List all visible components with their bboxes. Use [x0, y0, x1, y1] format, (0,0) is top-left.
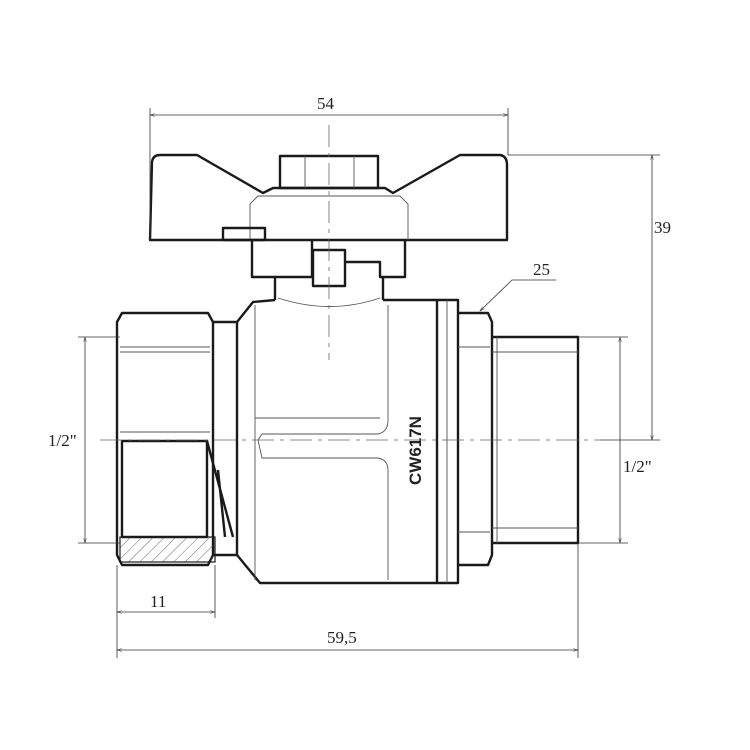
handle-tab: [221, 226, 267, 242]
dimension-54: 54: [150, 94, 508, 240]
valve-body: CW617N: [115, 298, 580, 585]
dimension-25: 25: [480, 260, 556, 311]
svg-text:25: 25: [533, 260, 550, 279]
svg-text:54: 54: [317, 94, 335, 113]
thread-section-hatch: [119, 536, 216, 563]
dimension-thread-left: 1/2": [48, 337, 120, 543]
dimension-thread-right: 1/2": [578, 337, 652, 543]
svg-text:59,5: 59,5: [327, 628, 357, 647]
butterfly-handle: [148, 153, 509, 307]
right-hex: [458, 311, 494, 567]
svg-text:39: 39: [654, 218, 671, 237]
svg-text:1/2": 1/2": [623, 457, 652, 476]
svg-text:11: 11: [150, 592, 166, 611]
svg-text:1/2": 1/2": [48, 431, 77, 450]
dimension-59-5: 59,5: [117, 543, 578, 658]
material-marking: CW617N: [406, 416, 425, 485]
dimension-11: 11: [117, 565, 215, 658]
dimension-39: 39: [508, 155, 671, 440]
left-hex: [115, 311, 215, 567]
